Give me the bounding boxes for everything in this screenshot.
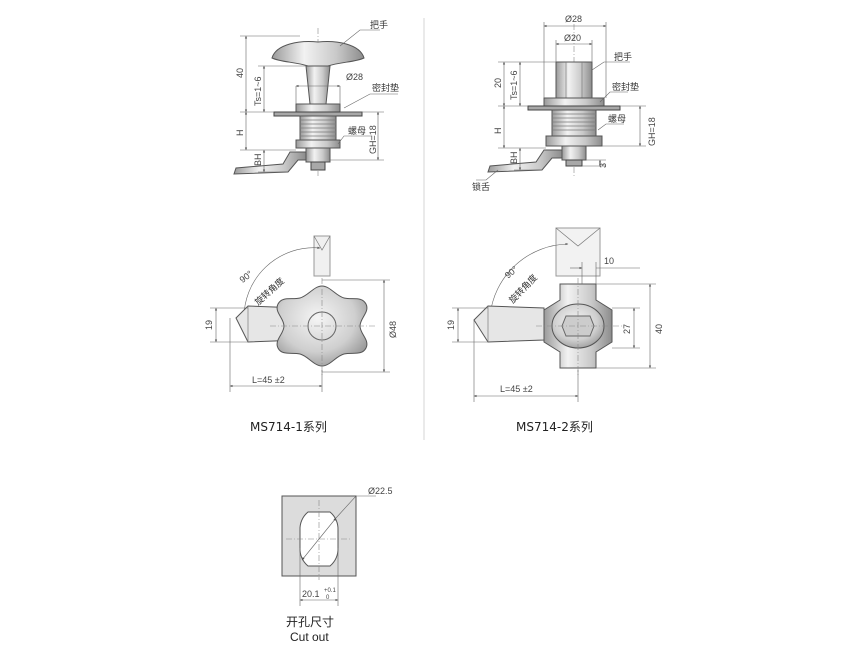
d3-label: 3 <box>598 163 608 168</box>
ms714-2-front-view: 90° 旋转角度 10 19 27 40 L=45 ±2 <box>446 227 664 402</box>
handle-label-2: 把手 <box>614 51 632 63</box>
cutout-title-en: Cut out <box>290 630 329 644</box>
d19-label-2: 19 <box>446 320 456 330</box>
h40-label: 40 <box>235 68 245 78</box>
dia20-label: Ø20 <box>564 33 581 43</box>
bh-label-2: BH <box>509 151 519 164</box>
angle-label: 90° <box>238 268 255 285</box>
ms714-1-side-view: 把手 Ø28 密封垫 螺母 40 Ts=1~6 H BH GH=18 <box>233 19 399 176</box>
cutout-title-cn: 开孔尺寸 <box>286 615 334 629</box>
length-label: L=45 ±2 <box>252 375 285 385</box>
star-handle-side <box>271 41 365 67</box>
ms714-1-front-view: 90° 旋转角度 19 Ø48 L=45 ±2 <box>204 235 398 392</box>
ms714-2-side-view: Ø28 Ø20 把手 密封垫 螺母 锁舌 20 Ts=1~6 H BH GH=1… <box>472 14 657 193</box>
square-handle-side <box>555 61 593 99</box>
gh-label-2: GH=18 <box>647 117 657 146</box>
cam-latch <box>233 151 307 175</box>
nut-label-2: 螺母 <box>608 114 626 125</box>
gasket-label: 密封垫 <box>372 82 399 94</box>
cutout-tol-upper: +0.1 <box>324 588 337 594</box>
d40-label: 40 <box>654 324 664 334</box>
dia28-label: Ø28 <box>346 72 363 82</box>
gasket-label-2: 密封垫 <box>612 81 639 93</box>
h20-label: 20 <box>493 78 503 88</box>
ts-label: Ts=1~6 <box>253 76 263 106</box>
gh-label: GH=18 <box>368 125 378 154</box>
latch-label: 锁舌 <box>472 181 490 193</box>
series2-caption: MS714-2系列 <box>516 420 593 434</box>
length-label-2: L=45 ±2 <box>500 384 533 394</box>
nut-label: 螺母 <box>348 126 366 137</box>
dia48-label: Ø48 <box>388 321 398 338</box>
angle-label-2: 90° <box>503 264 520 281</box>
cutout-width-label: 20.1 <box>302 589 320 599</box>
cutout-view: Ø22.5 20.1 +0.1 0 开孔尺寸 Cut out <box>281 486 393 644</box>
h-label-2: H <box>493 128 503 135</box>
ts-label-2: Ts=1~6 <box>509 70 519 100</box>
handle-label: 把手 <box>370 19 388 31</box>
cutout-tol-lower: 0 <box>326 595 330 601</box>
bh-label: BH <box>253 153 263 166</box>
h-label: H <box>235 130 245 137</box>
d19-label: 19 <box>204 320 214 330</box>
cam-latch-2 <box>487 149 563 173</box>
cutout-dia-label: Ø22.5 <box>368 486 393 496</box>
cam-latch-front-2 <box>473 305 545 343</box>
d10-label: 10 <box>604 256 614 266</box>
dia28-label-2: Ø28 <box>565 14 582 24</box>
series1-caption: MS714-1系列 <box>250 420 327 434</box>
d27-label: 27 <box>622 324 632 334</box>
